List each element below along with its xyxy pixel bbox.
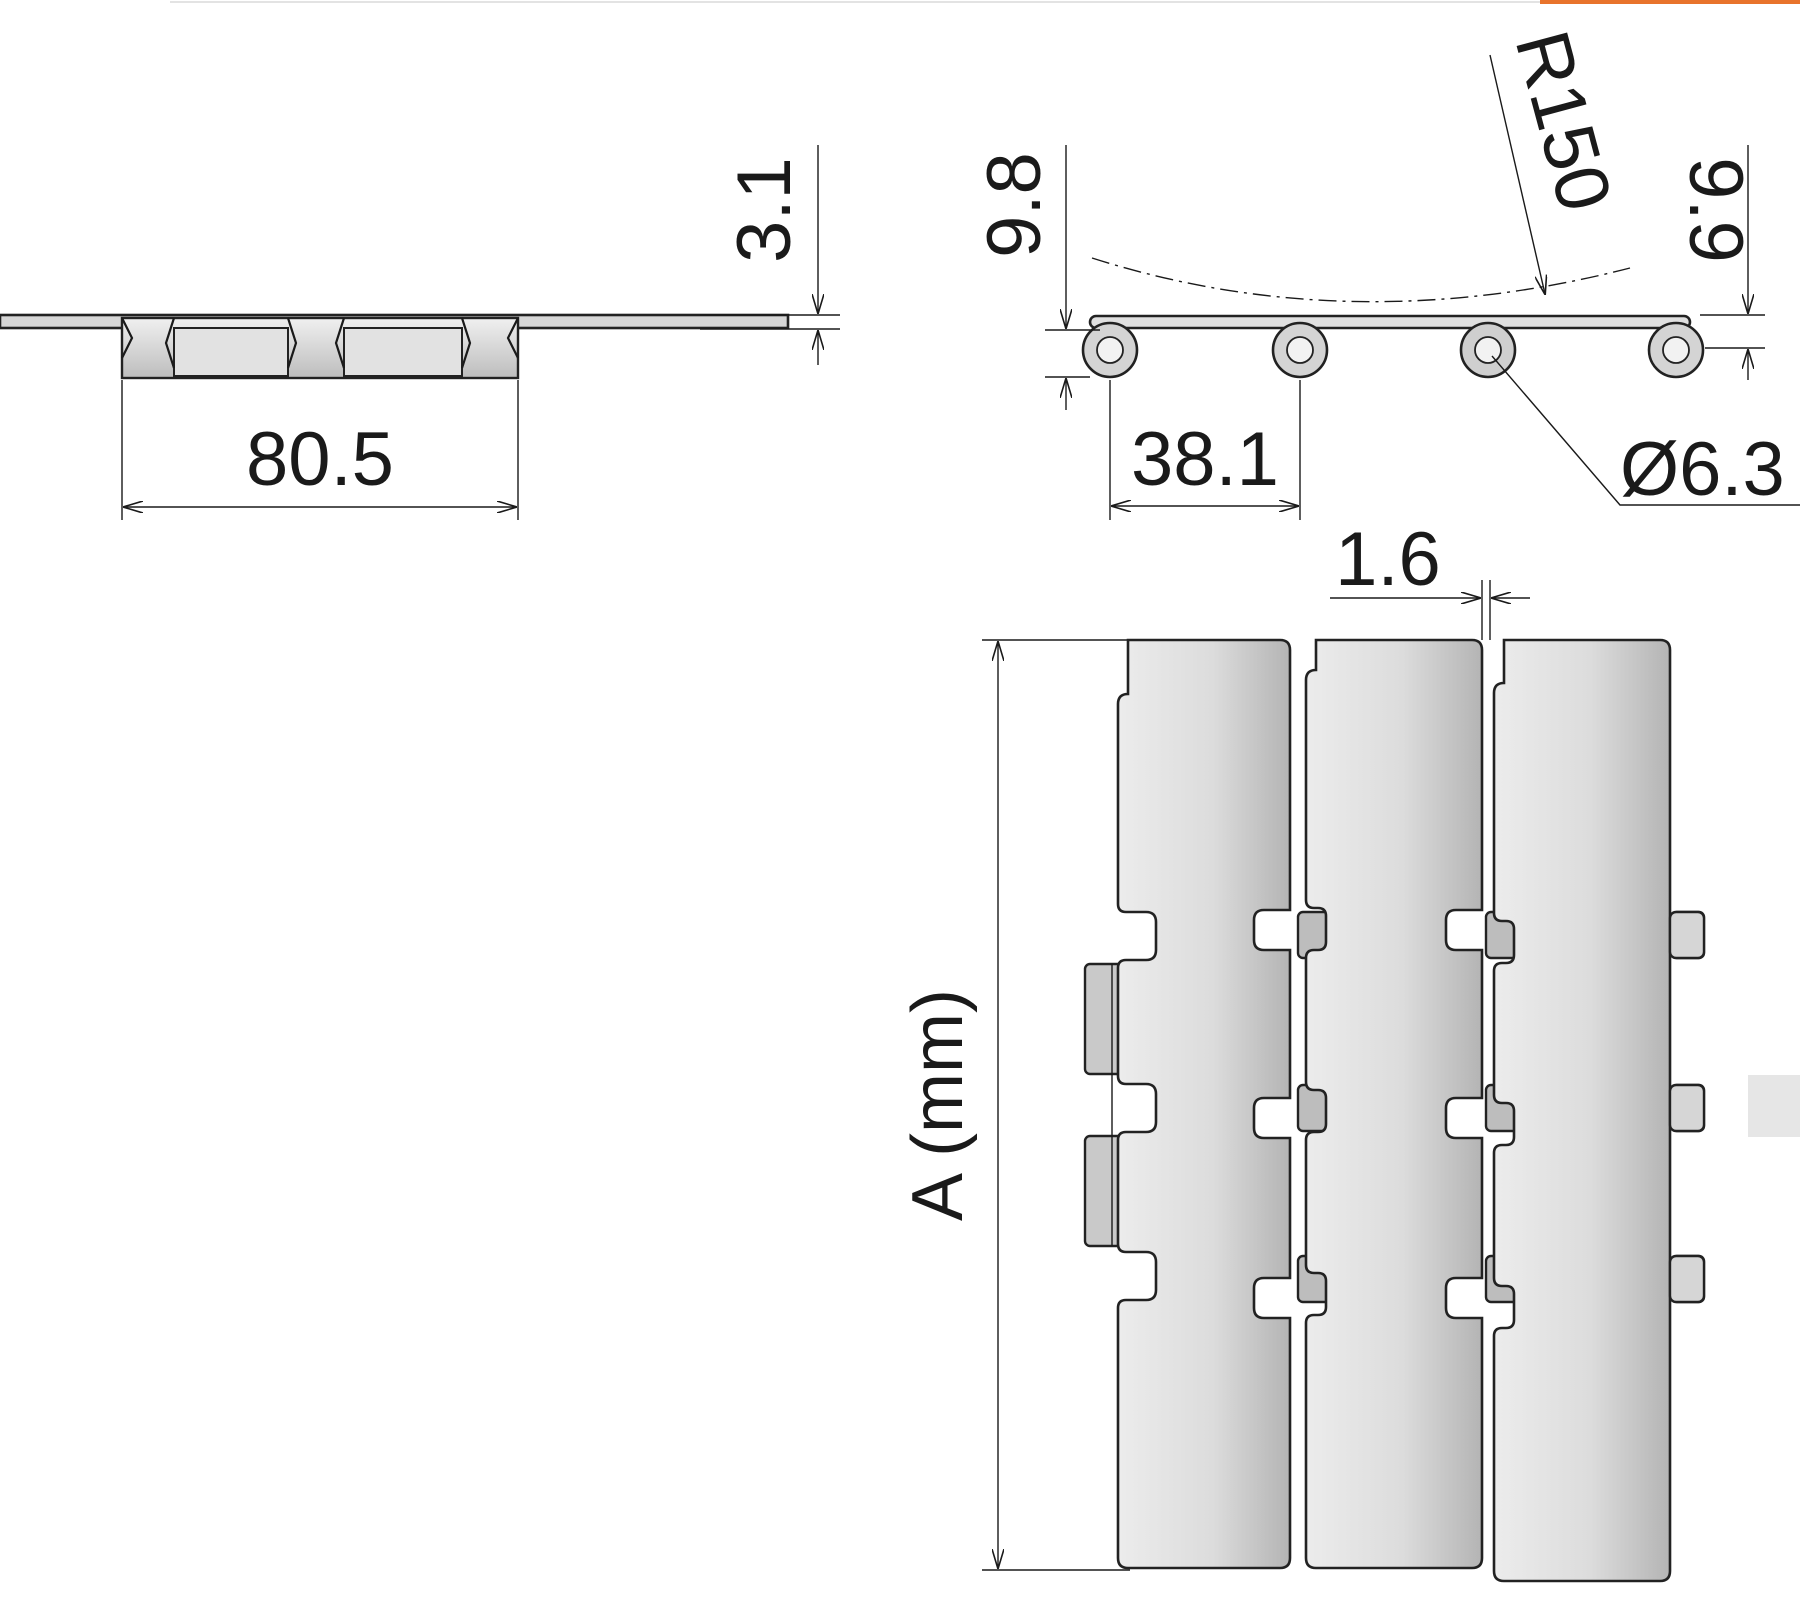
dim-9-8: 9.8 — [972, 152, 1057, 258]
dim-r150: R150 — [1499, 22, 1628, 219]
chain-plate-3 — [1492, 638, 1672, 1583]
plate-3-tabs — [1668, 910, 1706, 1304]
chain-plate-1 — [1116, 638, 1292, 1570]
side-knuckles — [120, 316, 520, 380]
barrels — [1081, 321, 1705, 379]
radius-arc — [1091, 257, 1631, 303]
dim-9-9: 9.9 — [1673, 157, 1758, 263]
chain-plate-2 — [1304, 638, 1484, 1570]
front-plate — [1088, 314, 1692, 330]
side-view: 80.5 3.1 — [0, 145, 840, 520]
accent-bar — [1540, 0, 1800, 4]
dim-80-5: 80.5 — [246, 417, 394, 502]
dim-a-mm: A (mm) — [898, 989, 978, 1221]
front-view: 9.8 9.9 R150 38.1 Ø6.3 — [972, 22, 1800, 520]
cropped-element — [1748, 1075, 1800, 1137]
dim-3-1: 3.1 — [722, 157, 807, 263]
header-rule — [170, 0, 1800, 4]
dim-1-6: 1.6 — [1335, 517, 1441, 602]
dim-diameter-6-3: Ø6.3 — [1620, 427, 1785, 512]
top-view: 1.6 A (mm) — [898, 517, 1706, 1583]
dim-38-1: 38.1 — [1131, 417, 1279, 502]
